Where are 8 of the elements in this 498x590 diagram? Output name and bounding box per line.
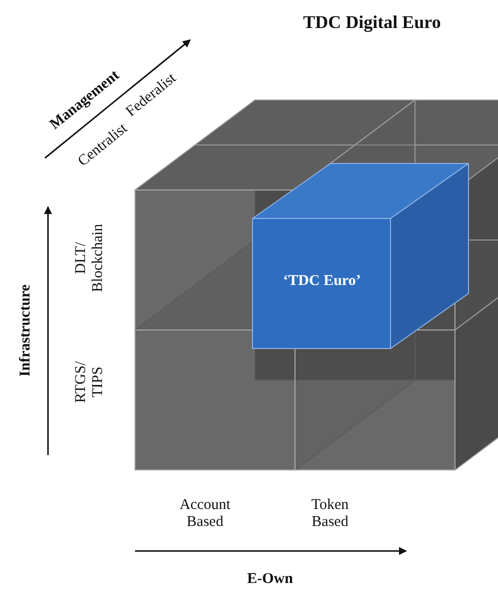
axis-label: RTGS/ TIPS <box>73 360 107 405</box>
axis-label: Token Based <box>310 497 350 531</box>
axis-title: Infrastructure <box>18 284 34 376</box>
cube-label: ‘TDC Euro’ <box>282 273 362 290</box>
axis-label: Account Based <box>178 497 232 531</box>
axis-title: E-Own <box>247 570 293 588</box>
title: TDC Digital Euro <box>303 14 441 30</box>
axis-label: DLT/ Blockchain <box>73 222 107 294</box>
